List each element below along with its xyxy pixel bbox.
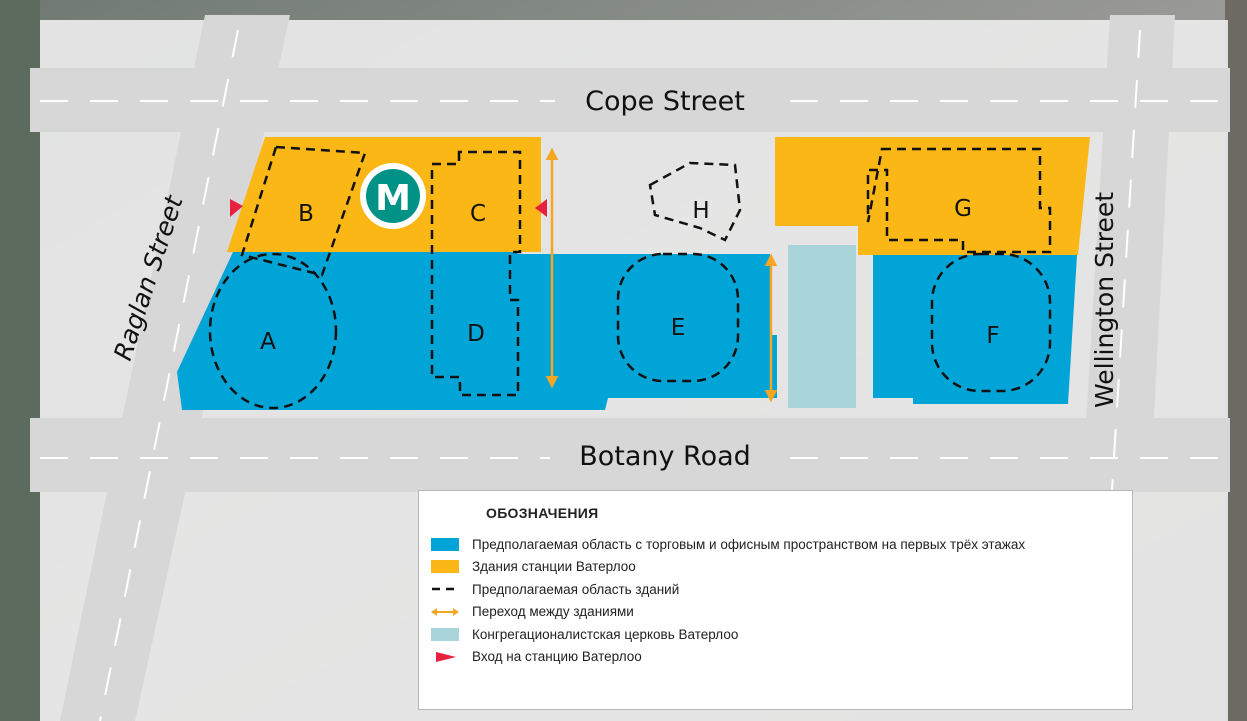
legend-item-building-area: Предполагаемая область зданий [419,578,1118,601]
raglan-street-road [60,15,290,721]
entrance-triangle-icon [430,647,460,667]
legend-panel: ОБОЗНАЧЕНИЯ Предполагаемая область с тор… [418,490,1133,710]
retail-office-area-east [873,255,1077,404]
wellington-street-label: Wellington Street [1090,192,1119,408]
wellington-street-centerline [1111,29,1141,491]
metro-logo-letter: M [375,178,411,219]
legend-label-church: Конгрегационалистская церковь Ватерлоо [472,626,739,642]
legend-title: ОБОЗНАЧЕНИЯ [486,505,599,521]
cope-street-label: Cope Street [585,86,745,117]
legend-label-station-buildings: Здания станции Ватерлоо [472,559,636,575]
right-buildings [1225,0,1247,721]
block-label-f: F [986,323,999,349]
metro-logo-icon: M [360,163,426,229]
raglan-street-centerline [99,29,239,721]
legend-item-station-buildings: Здания станции Ватерлоо [419,556,1118,579]
yellow-swatch-icon [430,557,460,577]
outline-c-d [430,150,522,397]
entrance-triangle-c [535,199,547,217]
block-label-d: D [467,321,485,347]
station-building-east [775,137,1090,255]
block-label-g: G [954,196,972,222]
outline-e [616,252,740,383]
block-label-a: A [260,329,276,355]
dashed-line-icon [430,579,460,599]
outline-g [866,147,1052,254]
block-label-e: E [671,315,686,341]
legend-item-connector: Переход между зданиями [419,601,1118,624]
congregational-church [788,245,856,408]
outline-f [930,252,1052,393]
botany-road-label: Botany Road [579,441,751,472]
proposed-building-outlines [208,145,1052,410]
block-label-h: H [692,198,709,224]
cope-label-bg [555,84,770,118]
wellington-street-road [1082,15,1175,492]
legend-item-retail: Предполагаемая область с торговым и офис… [419,533,1118,556]
retail-office-area-west [177,252,777,410]
botany-label-bg [550,438,775,474]
legend-item-church: Конгрегационалистская церковь Ватерлоо [419,623,1118,646]
entrance-triangle-raglan [230,199,243,217]
legend-label-retail: Предполагаемая область с торговым и офис… [472,536,1026,552]
outline-a [208,252,338,410]
outline-h [648,161,742,242]
blue-swatch-icon [430,534,460,554]
light-blue-swatch-icon [430,624,460,644]
legend-item-entrance: Вход на станцию Ватерлоо [419,646,1118,669]
legend-label-building-area: Предполагаемая область зданий [472,581,680,597]
legend-label-connector: Переход между зданиями [472,604,634,620]
legend-label-entrance: Вход на станцию Ватерлоо [472,649,642,665]
double-arrow-icon [430,602,460,622]
block-label-c: C [470,201,486,227]
block-label-b: B [298,201,314,227]
outline-b [240,145,367,277]
